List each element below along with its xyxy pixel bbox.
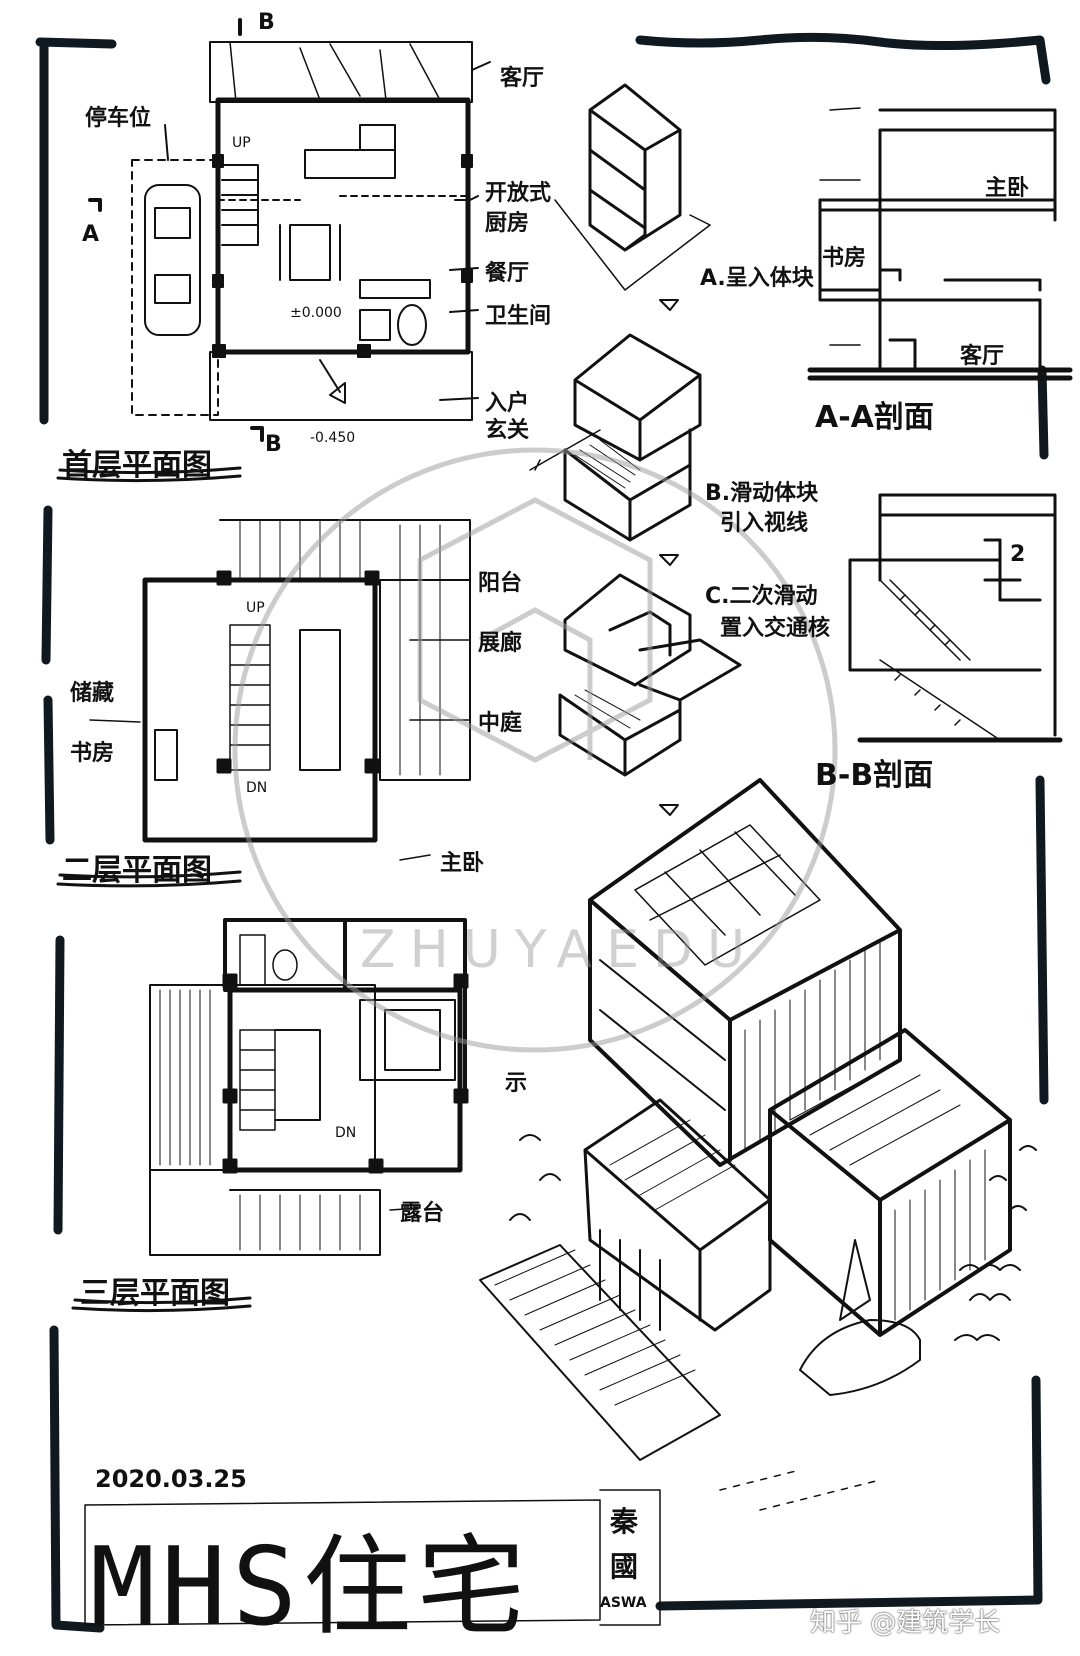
section-aa-title: A-A剖面: [815, 400, 934, 435]
massing-step-c-2: 置入交通核: [720, 616, 831, 641]
aa-label-study: 书房: [822, 246, 867, 271]
sheet-date: 2020.03.25: [95, 1465, 247, 1493]
third-floor-title: 三层平面图: [80, 1276, 230, 1311]
watermark-credit: 知乎 @建筑学长: [810, 1608, 1001, 1638]
axon-label: 示: [505, 1071, 528, 1096]
label-gallery: 展廊: [478, 631, 523, 656]
watermark-logo: [232, 447, 838, 1053]
label-open-kitchen-1: 开放式: [485, 181, 552, 206]
author-char-2: 國: [610, 1550, 639, 1583]
project-title: MHS住宅: [90, 1525, 532, 1650]
label-storage: 储藏: [70, 681, 115, 706]
aa-label-living: 客厅: [960, 344, 1005, 369]
watermark-text: ZHUYAEDU: [360, 920, 760, 980]
label-entry-1: 入户: [485, 391, 530, 416]
label-living: 客厅: [500, 66, 545, 91]
massing-step-b-1: B.滑动体块: [705, 481, 819, 506]
frame-border: [35, 32, 1051, 1633]
signature-frame: [84, 1489, 661, 1626]
label-study: 书房: [70, 741, 115, 766]
first-floor-title: 首层平面图: [62, 448, 212, 483]
bb-label-num: 2: [1010, 542, 1026, 567]
section-bb: [848, 493, 1063, 743]
second-floor-plan: [56, 519, 471, 888]
section-marker-b-bottom: B: [265, 432, 282, 457]
section-bb-title: B-B剖面: [815, 758, 934, 793]
author-initials: ASWA: [600, 1595, 647, 1611]
label-bathroom: 卫生间: [485, 304, 552, 329]
axonometric-house: [479, 778, 1037, 1511]
section-marker-a: A: [82, 222, 100, 247]
first-floor-plan: [56, 18, 491, 483]
massing-diagrams: [529, 83, 742, 816]
massing-step-a: A.呈入体块: [700, 266, 814, 291]
third-floor-plan: [71, 854, 469, 1313]
label-dn-3f: DN: [335, 1125, 357, 1141]
massing-step-b-2: 引入视线: [720, 511, 809, 536]
label-courtyard: 中庭: [478, 711, 523, 736]
label-up-1f: UP: [232, 135, 251, 151]
label-open-kitchen-2: 厨房: [485, 211, 530, 236]
label-up-2f: UP: [246, 600, 265, 616]
section-marker-b-top: B: [258, 10, 275, 35]
label-terrace: 露台: [400, 1201, 445, 1226]
label-elev-in: ±0.000: [290, 305, 342, 321]
label-balcony: 阳台: [478, 571, 523, 596]
aa-label-bedroom: 主卧: [985, 176, 1030, 201]
second-floor-title: 二层平面图: [62, 853, 212, 888]
label-dn-2f: DN: [246, 780, 268, 796]
label-parking: 停车位: [85, 106, 152, 131]
label-entry-2: 玄关: [485, 418, 530, 443]
label-dining: 餐厅: [485, 261, 530, 286]
massing-step-c-1: C.二次滑动: [705, 584, 818, 609]
label-master-bedroom: 主卧: [440, 851, 485, 876]
author-char-1: 秦: [610, 1505, 639, 1538]
section-aa: [807, 107, 1073, 381]
label-elev-out: -0.450: [310, 430, 356, 446]
